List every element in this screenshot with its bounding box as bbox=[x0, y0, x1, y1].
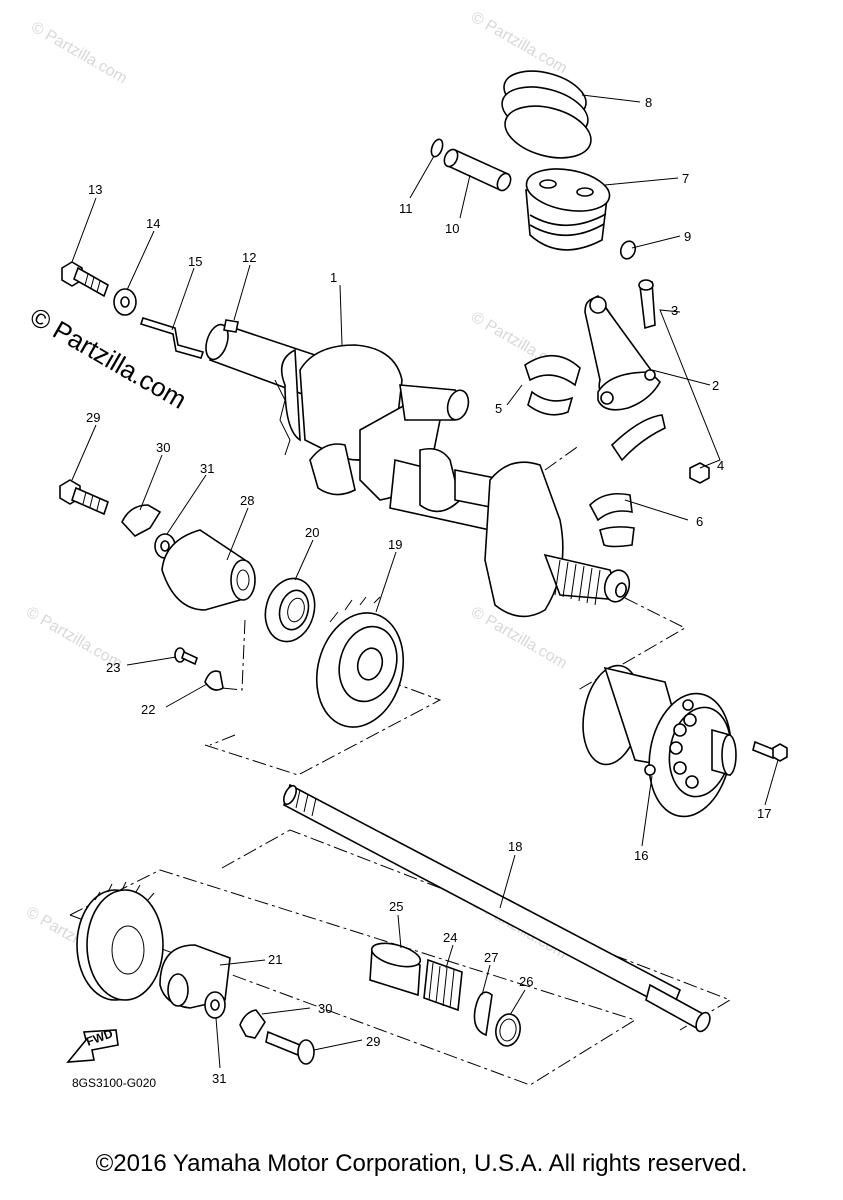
callout-31-upper: 31 bbox=[200, 461, 214, 476]
callout-24: 24 bbox=[443, 930, 457, 945]
cam-28 bbox=[161, 529, 256, 611]
piston bbox=[525, 168, 611, 251]
bearing-20 bbox=[264, 577, 316, 643]
gear-19 bbox=[315, 596, 405, 728]
woodruff-key bbox=[223, 319, 239, 333]
callout-20: 20 bbox=[305, 525, 319, 540]
bolt-29-upper bbox=[59, 479, 109, 516]
washer-26 bbox=[495, 1013, 521, 1047]
piston-rings bbox=[501, 70, 592, 159]
callout-11: 11 bbox=[399, 201, 413, 216]
callout-22: 22 bbox=[141, 702, 155, 717]
callout-25: 25 bbox=[389, 899, 403, 914]
crankshaft bbox=[205, 323, 631, 618]
bolt-13 bbox=[61, 261, 109, 298]
rod-bearing-shells bbox=[524, 354, 581, 416]
circlip-right bbox=[619, 240, 637, 260]
needle-bearing-24 bbox=[423, 958, 463, 1012]
callout-2: 2 bbox=[712, 378, 719, 393]
watermark-main: © Partzilla.com bbox=[25, 301, 192, 415]
callout-6: 6 bbox=[696, 514, 703, 529]
gear-lower bbox=[76, 881, 164, 1001]
connecting-rod bbox=[584, 279, 710, 484]
callout-8: 8 bbox=[645, 95, 652, 110]
callout-15: 15 bbox=[188, 254, 202, 269]
callout-29-lower: 29 bbox=[366, 1034, 380, 1049]
bolt-17 bbox=[752, 740, 788, 762]
callout-3: 3 bbox=[671, 303, 678, 318]
callout-18: 18 bbox=[508, 839, 522, 854]
circlip-27 bbox=[473, 991, 493, 1037]
callout-14: 14 bbox=[146, 216, 160, 231]
callout-4: 4 bbox=[717, 458, 724, 473]
shaft-18 bbox=[283, 783, 711, 1033]
callout-9: 9 bbox=[684, 229, 691, 244]
main-bearing-shells bbox=[589, 492, 635, 548]
copyright-notice: ©2016 Yamaha Motor Corporation, U.S.A. A… bbox=[95, 1150, 748, 1177]
callout-27: 27 bbox=[484, 950, 498, 965]
piston-pin bbox=[443, 148, 512, 192]
washer-31-lower bbox=[204, 991, 226, 1019]
leader-lines bbox=[71, 94, 779, 1069]
fwd-arrow-icon: FWD bbox=[66, 1026, 119, 1063]
plate-15 bbox=[139, 317, 205, 359]
callout-10: 10 bbox=[445, 221, 459, 236]
callout-7: 7 bbox=[682, 171, 689, 186]
callout-1: 1 bbox=[330, 270, 337, 285]
collar-25 bbox=[369, 942, 422, 997]
callout-17: 17 bbox=[757, 806, 771, 821]
watermark-faint: © Partzilla.com bbox=[468, 9, 570, 78]
diagram-code: 8GS3100-G020 bbox=[72, 1076, 156, 1090]
callout-31-lower: 31 bbox=[212, 1071, 226, 1086]
exploded-view-drawing: © Partzilla.com © Partzilla.com © Partzi… bbox=[23, 9, 788, 1090]
bearing-housing-16 bbox=[582, 664, 737, 818]
callout-29-upper: 29 bbox=[86, 410, 100, 425]
callout-23: 23 bbox=[106, 660, 120, 675]
callout-30-lower: 30 bbox=[318, 1001, 332, 1016]
washer-30-lower bbox=[239, 1009, 266, 1039]
circlip-left bbox=[430, 138, 444, 158]
bolt-29-lower bbox=[265, 1030, 315, 1065]
callout-numbers: 1 2 3 4 5 6 7 8 9 10 11 12 13 14 15 16 1… bbox=[86, 95, 771, 1086]
callout-16: 16 bbox=[634, 848, 648, 863]
callout-5: 5 bbox=[495, 401, 502, 416]
callout-30-upper: 30 bbox=[156, 440, 170, 455]
callout-26: 26 bbox=[519, 974, 533, 989]
callout-28: 28 bbox=[240, 493, 254, 508]
callout-12: 12 bbox=[242, 250, 256, 265]
callout-21: 21 bbox=[268, 952, 282, 967]
plate-22 bbox=[204, 670, 224, 691]
callout-19: 19 bbox=[388, 537, 402, 552]
washer-14 bbox=[113, 288, 137, 316]
callout-13: 13 bbox=[88, 182, 102, 197]
watermark-faint: © Partzilla.com bbox=[28, 19, 130, 88]
washer-30-upper bbox=[121, 504, 162, 537]
screw-23 bbox=[174, 647, 198, 666]
